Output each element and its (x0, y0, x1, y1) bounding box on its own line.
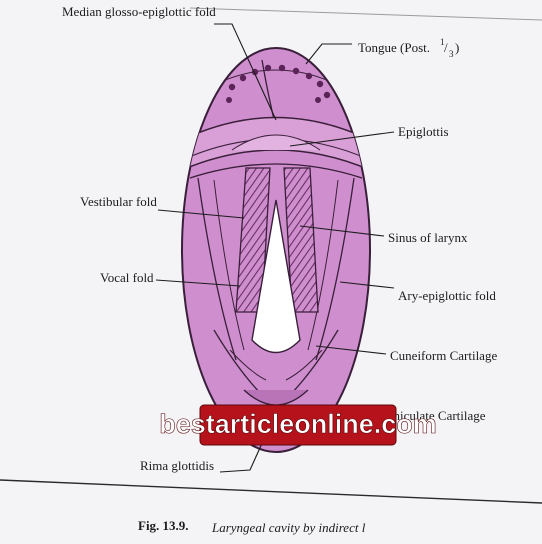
page-edge-line (0, 480, 542, 503)
label-tongue-suffix: ) (455, 40, 459, 55)
label-tongue-slash: / (444, 40, 448, 55)
label-sinus-of-larynx: Sinus of larynx (388, 230, 468, 245)
label-vestibular-fold: Vestibular fold (80, 194, 157, 209)
page-top-line (190, 8, 542, 20)
caption-figure-number: Fig. 13.9. (138, 518, 189, 533)
label-tongue-text: Tongue (Post. (358, 40, 430, 55)
label-rima-glottidis: Rima glottidis (140, 458, 214, 473)
label-cuneiform-cartilage: Cuneiform Cartilage (390, 348, 497, 363)
label-vocal-fold: Vocal fold (100, 270, 154, 285)
watermark-text: bestarticleonline.com (159, 409, 437, 439)
label-tongue: Tongue (Post. 1 / 3 ) (358, 37, 459, 59)
laryngeal-cavity-view (182, 48, 370, 452)
watermark-badge: bestarticleonline.com (159, 405, 437, 445)
label-ary-epiglottic-fold: Ary-epiglottic fold (398, 288, 496, 303)
label-median-glosso-epiglottic-fold: Median glosso-epiglottic fold (62, 4, 216, 19)
label-epiglottis: Epiglottis (398, 124, 449, 139)
label-tongue-denominator: 3 (449, 49, 454, 59)
caption-text: Laryngeal cavity by indirect l (211, 520, 366, 535)
